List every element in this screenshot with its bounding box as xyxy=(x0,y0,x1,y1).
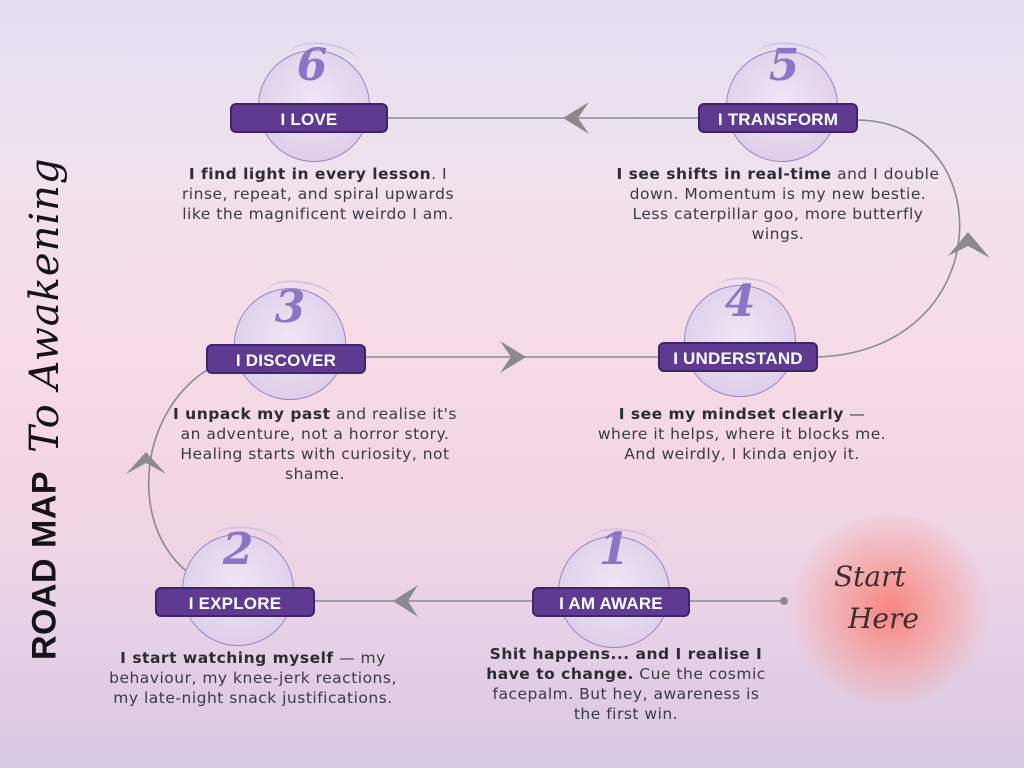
start-glow xyxy=(790,515,990,705)
arrow-left-icon xyxy=(563,102,589,134)
start-label-line1: Start xyxy=(834,560,906,593)
step-4-label: I UNDERSTAND xyxy=(658,342,818,372)
step-5-label: I TRANSFORM xyxy=(698,103,858,133)
step-3-number: 3 xyxy=(274,282,306,333)
arrow-right-icon xyxy=(500,341,526,373)
step-1-number: 1 xyxy=(598,524,630,575)
step-3-description: I unpack my past and realise it's an adv… xyxy=(173,405,457,483)
arrow-up-icon xyxy=(126,452,166,474)
step-2-number: 2 xyxy=(222,524,254,575)
step-6-label: I LOVE xyxy=(230,103,388,133)
step-6-description: I find light in every lesson. I rinse, r… xyxy=(181,165,455,223)
arrow-left-icon xyxy=(393,585,418,617)
step-4-circle xyxy=(684,273,796,397)
step-4-number: 4 xyxy=(724,276,756,327)
step-2-description: I start watching myself — my behaviour, … xyxy=(109,649,397,707)
step-3-label: I DISCOVER xyxy=(206,344,366,374)
path-4-to-5 xyxy=(817,119,961,358)
start-label-line2: Here xyxy=(848,602,919,635)
step-6-number: 6 xyxy=(296,40,328,91)
start-dot xyxy=(780,597,788,605)
title-main: ROAD MAP xyxy=(25,470,64,660)
step-5-number: 5 xyxy=(768,40,800,91)
title: ROAD MAP To Awakening xyxy=(22,60,82,661)
arrow-up-icon xyxy=(948,232,990,258)
step-4-description: I see my mindset clearly — where it help… xyxy=(597,405,887,463)
step-5-description: I see shifts in real-time and I double d… xyxy=(616,165,940,243)
step-1-description: Shit happens... and I realise I have to … xyxy=(486,645,766,723)
step-2-label: I EXPLORE xyxy=(155,587,315,617)
step-1-label: I AM AWARE xyxy=(532,587,690,617)
title-sub: To Awakening xyxy=(22,157,68,453)
